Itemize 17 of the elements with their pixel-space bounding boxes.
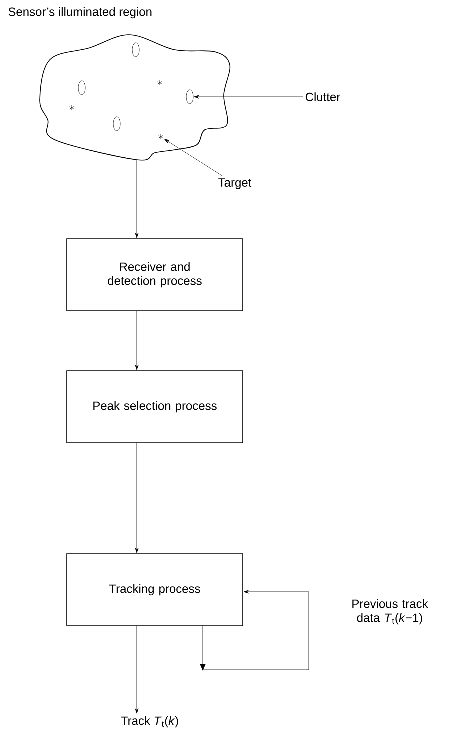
feedback-arrow	[200, 590, 310, 671]
output-label: Track T$_{t}$(k)	[121, 716, 178, 728]
leader-line	[164, 139, 224, 177]
process-box: Peak selection process	[66, 370, 244, 444]
target-star	[158, 134, 164, 140]
arrow	[135, 311, 139, 370]
clutter-ellipse	[186, 90, 194, 104]
leader-line	[194, 95, 304, 99]
arrow	[135, 626, 139, 714]
callout-label: Clutter	[306, 92, 340, 102]
process-box: Receiver and detection process	[66, 238, 244, 312]
arrow	[135, 160, 139, 238]
arrow	[135, 443, 139, 554]
callout-label: Target	[218, 178, 252, 190]
edge-label: Previous track data T$_{t}$(k−1)	[352, 599, 428, 625]
region-title: Sensor’s illuminated region	[8, 7, 152, 19]
process-box: Tracking process	[66, 554, 244, 626]
